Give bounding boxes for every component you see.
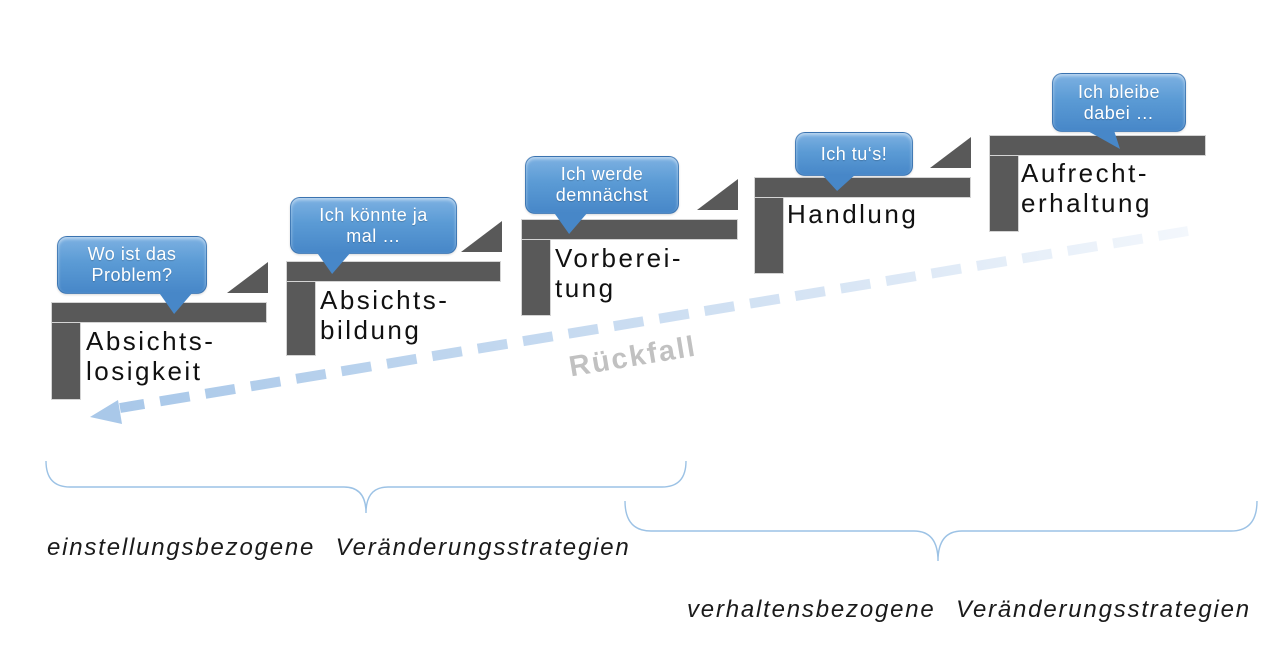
stage4-bubble-text: Ich tu‘s! bbox=[821, 144, 888, 165]
stage3-speech-bubble: Ich werde demnächst bbox=[525, 156, 679, 234]
left-brace-label: einstellungsbezogene Veränderungsstrateg… bbox=[47, 534, 631, 561]
stage1-name-line1: Absichts- bbox=[86, 326, 216, 356]
stage1-name: Absichts- losigkeit bbox=[86, 326, 215, 386]
stage3-name: Vorberei- tung bbox=[555, 243, 683, 303]
stage1-bubble-text: Wo ist das Problem? bbox=[88, 244, 177, 286]
stage3-bubble-line1: Ich werde bbox=[560, 164, 644, 184]
stage5-name-line2: erhaltung bbox=[1021, 188, 1152, 218]
stage1-speech-bubble: Wo ist das Problem? bbox=[57, 236, 207, 314]
step3-horizontal-bar bbox=[521, 219, 738, 240]
stage1-bubble-line1: Wo ist das bbox=[87, 244, 177, 264]
stage2-bubble-line2: mal … bbox=[346, 225, 401, 246]
stage3-bubble-text: Ich werde demnächst bbox=[556, 164, 649, 206]
stage4-bubble-line1: Ich tu‘s! bbox=[820, 143, 888, 164]
step2-horizontal-bar bbox=[286, 261, 501, 282]
stage2-name-line1: Absichts- bbox=[320, 285, 450, 315]
stage2-bubble-line1: Ich könnte ja bbox=[319, 204, 428, 225]
left-brace bbox=[45, 460, 687, 514]
stage3-name-line1: Vorberei- bbox=[555, 243, 683, 273]
stage2-name: Absichts- bildung bbox=[320, 285, 449, 345]
stage5-bubble-line2: dabei … bbox=[1083, 102, 1155, 123]
right-brace-label: verhaltensbezogene Veränderungsstrategie… bbox=[687, 596, 1251, 623]
relapse-arrow-dashed-line bbox=[119, 226, 1189, 413]
stage4-name: Handlung bbox=[787, 199, 918, 229]
stage3-name-line2: tung bbox=[555, 273, 616, 303]
stage5-bubble-line1: Ich bleibe bbox=[1077, 81, 1161, 102]
stage5-name-line1: Aufrecht- bbox=[1021, 158, 1149, 188]
stage4-speech-bubble: Ich tu‘s! bbox=[795, 132, 913, 191]
stage2-name-line2: bildung bbox=[320, 315, 422, 345]
right-brace bbox=[624, 500, 1258, 562]
step5-horizontal-bar bbox=[989, 135, 1206, 156]
step4-horizontal-bar bbox=[754, 177, 971, 198]
stage2-bubble-text: Ich könnte ja mal … bbox=[319, 205, 428, 247]
relapse-arrowhead bbox=[90, 400, 122, 424]
stage1-bubble-line2: Problem? bbox=[91, 265, 173, 285]
stage5-speech-bubble: Ich bleibe dabei … bbox=[1052, 73, 1186, 149]
step1-horizontal-bar bbox=[51, 302, 267, 323]
stage5-bubble-text: Ich bleibe dabei … bbox=[1078, 82, 1160, 124]
stage1-name-line2: losigkeit bbox=[86, 356, 203, 386]
stage5-name: Aufrecht- erhaltung bbox=[1021, 158, 1152, 218]
stage2-speech-bubble: Ich könnte ja mal … bbox=[290, 197, 457, 274]
stage4-name-line1: Handlung bbox=[787, 199, 919, 229]
stage3-bubble-line2: demnächst bbox=[555, 185, 649, 205]
